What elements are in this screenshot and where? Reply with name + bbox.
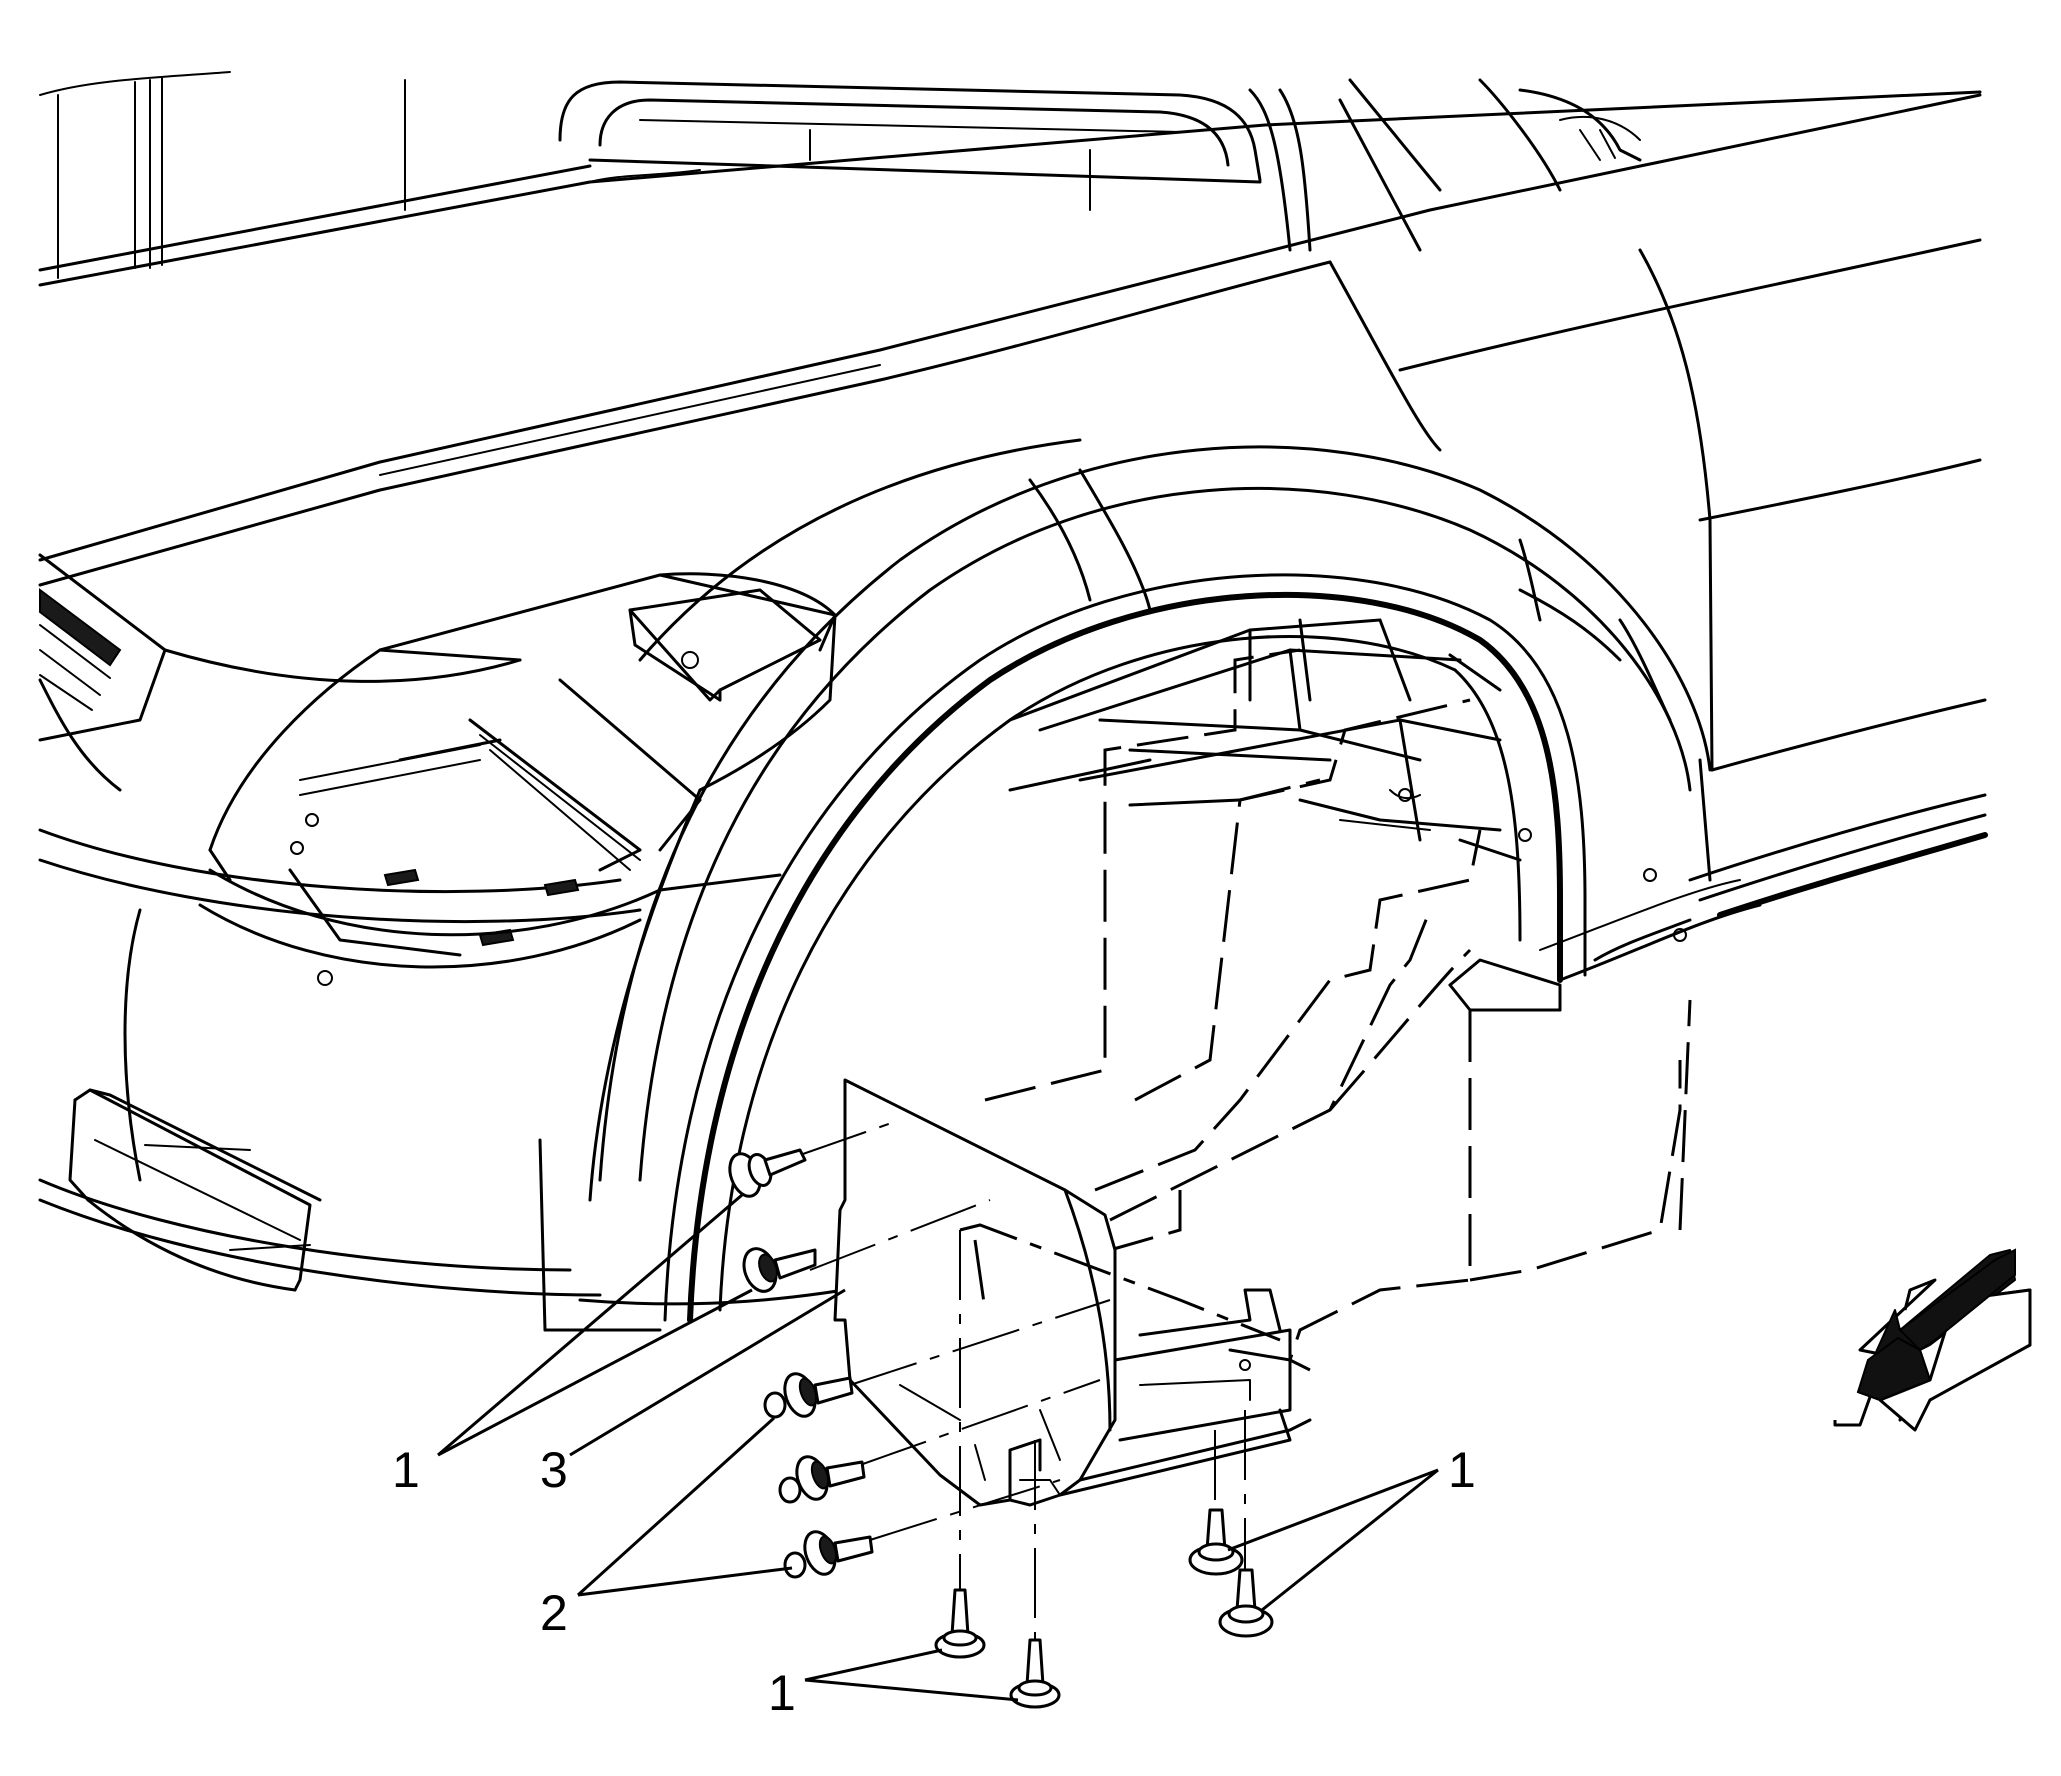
bottom-screw-fastener	[934, 1230, 986, 1659]
push-pin-fastener	[728, 1119, 901, 1198]
leader-lines	[437, 1193, 1439, 1702]
vehicle-body	[38, 71, 1988, 1332]
splash-shield-part	[833, 1078, 1312, 1507]
forward-direction-arrow-icon	[1833, 1248, 2032, 1432]
callout-1-bottom: 1	[768, 1665, 796, 1721]
push-pin-fastener	[742, 1199, 991, 1293]
callout-2: 2	[540, 1585, 568, 1641]
bottom-screw-fastener	[1009, 1440, 1061, 1709]
rivet-fastener	[763, 1299, 1111, 1419]
callout-1-upper-left: 1	[392, 1442, 420, 1498]
callout-1-right: 1	[1448, 1442, 1476, 1498]
wheelhouse-liner-phantom	[984, 648, 1692, 1372]
bottom-screw-fastener	[1188, 1430, 1244, 1576]
callout-labels: 1 3 2 1 1	[392, 1442, 1476, 1721]
callout-3: 3	[540, 1442, 568, 1498]
fasteners	[728, 1119, 1274, 1709]
rivet-fastener	[783, 1479, 1061, 1579]
rivet-fastener	[778, 1379, 1101, 1504]
